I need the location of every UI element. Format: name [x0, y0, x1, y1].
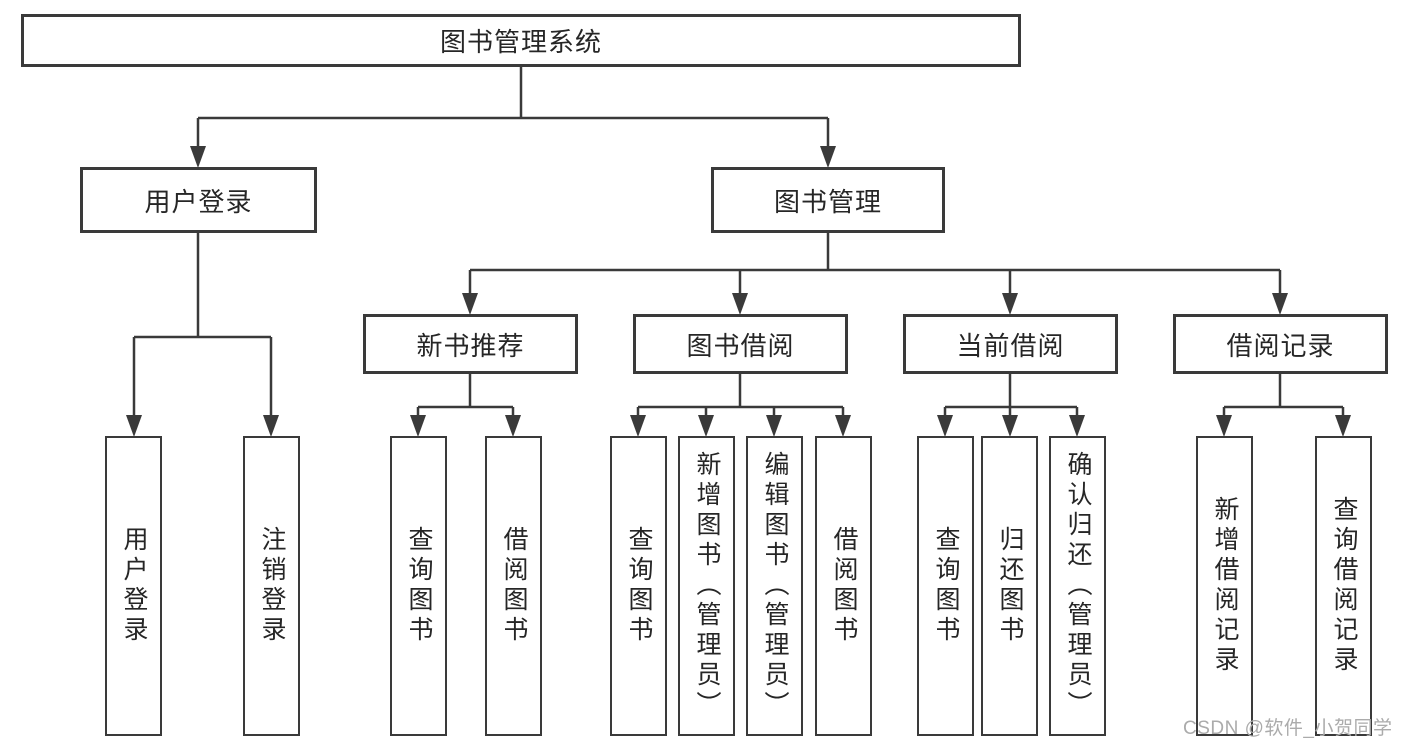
- node-current-borrow: 当前借阅: [903, 314, 1118, 374]
- leaf-logout: 注销登录: [243, 436, 300, 736]
- csdn-watermark: CSDN @软件_小贺同学: [1183, 718, 1393, 739]
- leaf-user-login: 用户登录: [105, 436, 162, 736]
- leaf-borrow-books-recommend: 借阅图书: [485, 436, 542, 736]
- leaf-query-books-recommend: 查询图书: [390, 436, 447, 736]
- leaf-add-books-admin: 新增图书（管理员）: [678, 436, 735, 736]
- connector-borrow-records-to-leaves: [1216, 374, 1351, 437]
- node-user-login: 用户登录: [80, 167, 317, 233]
- connector-new-book-recommend-to-leaves: [410, 374, 521, 437]
- leaf-borrow-books: 借阅图书: [815, 436, 872, 736]
- connector-book-management-to-level3: [462, 233, 1288, 315]
- node-book-borrow: 图书借阅: [633, 314, 848, 374]
- node-new-book-recommend: 新书推荐: [363, 314, 578, 374]
- node-book-management: 图书管理: [711, 167, 945, 233]
- leaf-query-books-borrow: 查询图书: [610, 436, 667, 736]
- leaf-query-borrow-record: 查询借阅记录: [1315, 436, 1372, 736]
- leaf-confirm-return-admin: 确认归还（管理员）: [1049, 436, 1106, 736]
- leaf-edit-books-admin: 编辑图书（管理员）: [746, 436, 803, 736]
- connector-book-borrow-to-leaves: [630, 374, 851, 437]
- connector-user-login-to-leaves: [126, 233, 279, 437]
- leaf-return-books: 归还图书: [981, 436, 1038, 736]
- leaf-add-borrow-record: 新增借阅记录: [1196, 436, 1253, 736]
- connector-root-to-level2: [190, 67, 836, 168]
- node-borrow-records: 借阅记录: [1173, 314, 1388, 374]
- leaf-query-books-current: 查询图书: [917, 436, 974, 736]
- connector-current-borrow-to-leaves: [937, 374, 1085, 437]
- node-library-system: 图书管理系统: [21, 14, 1021, 67]
